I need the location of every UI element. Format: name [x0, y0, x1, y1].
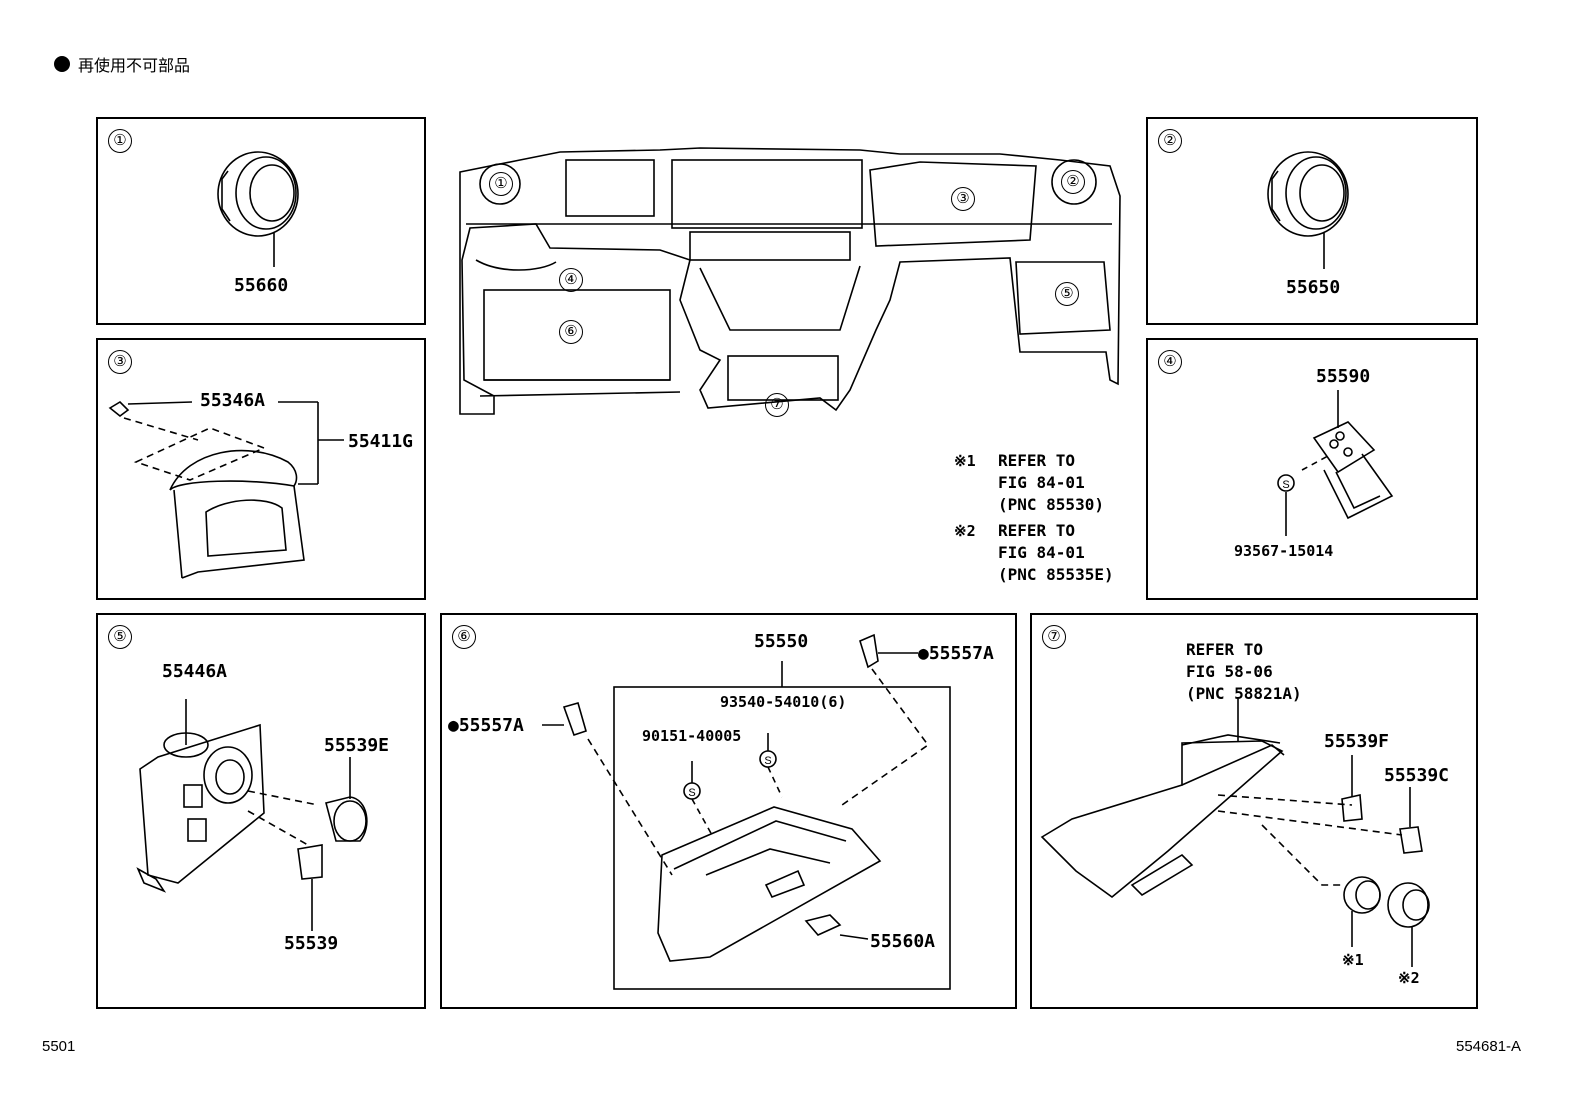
overview-callout-1: ①: [489, 172, 513, 196]
part-number-55560A: 55560A: [870, 931, 936, 952]
panel-5: ⑤ 55446A 55539E 55539: [96, 613, 426, 1009]
callout-7: ⑦: [1042, 625, 1066, 649]
non-reusable-dot-icon: [54, 56, 70, 72]
footer-left-code: 5501: [42, 1038, 76, 1055]
legend: 再使用不可部品: [54, 52, 190, 76]
overview-callout-6: ⑥: [559, 320, 583, 344]
overview-callout-7: ⑦: [765, 393, 789, 417]
part-number-55557A-right: ●55557A: [918, 643, 994, 664]
part-number-55590: 55590: [1316, 366, 1371, 387]
meter-hood-drawing: [108, 400, 344, 579]
overview-callout-4: ④: [559, 268, 583, 292]
screw-symbol-icon: S: [764, 755, 771, 767]
glove-box-drawing: S S: [542, 633, 951, 990]
screw-symbol-icon: S: [1282, 479, 1289, 491]
overview-callout-5: ⑤: [1055, 282, 1079, 306]
note-1-text: REFER TO FIG 84-01 (PNC 85530): [998, 451, 1104, 514]
vent-register-drawing: [217, 151, 299, 267]
panel-6: ⑥ S S 55550 ●55557A ●55557A: [440, 613, 1017, 1009]
part-number-55550: 55550: [754, 631, 809, 652]
part-number-55411G: 55411G: [348, 431, 414, 452]
note-2-text: REFER TO FIG 84-01 (PNC 85535E): [998, 521, 1114, 584]
panel-3: ③ 55346A 55411G: [96, 338, 426, 600]
part-number-55346A: 55346A: [200, 390, 266, 411]
ref-mark-1: ※1: [1342, 951, 1364, 969]
panel-2: ② 55650: [1146, 117, 1478, 325]
part-number-90151-40005: 90151-40005: [642, 727, 742, 745]
legend-text: 再使用不可部品: [78, 58, 191, 75]
part-number-55539E: 55539E: [324, 735, 390, 756]
panel-1: ① 55660: [96, 117, 426, 325]
callout-3: ③: [108, 350, 132, 374]
callout-4: ④: [1158, 350, 1182, 374]
part-number-93567-15014: 93567-15014: [1234, 542, 1334, 560]
center-cluster-drawing: [1040, 699, 1430, 967]
panel-7: ⑦ REFER TO FIG 58-06 (PNC 58821A) 55539F…: [1030, 613, 1478, 1009]
panel-4: ④ S 55590 93567-15014: [1146, 338, 1478, 600]
part-number-55650: 55650: [1286, 277, 1341, 298]
bracket-drawing: S: [1277, 390, 1394, 536]
note-2-mark: ※2: [954, 522, 976, 540]
part-number-55557A-left: ●55557A: [448, 715, 524, 736]
overview-callout-3: ③: [951, 187, 975, 211]
refer-note-58-06: REFER TO FIG 58-06 (PNC 58821A): [1186, 640, 1302, 703]
overview-callout-2: ②: [1061, 170, 1085, 194]
part-number-55446A: 55446A: [162, 661, 228, 682]
part-number-55539C: 55539C: [1384, 765, 1450, 786]
part-number-55539F: 55539F: [1324, 731, 1390, 752]
footer-right-code: 554681-A: [1456, 1038, 1522, 1055]
part-number-55660: 55660: [234, 275, 289, 296]
ref-mark-2: ※2: [1398, 969, 1420, 987]
part-number-55539: 55539: [284, 933, 339, 954]
vent-register-drawing: [1267, 151, 1349, 269]
screw-symbol-icon: S: [688, 787, 695, 799]
callout-6: ⑥: [452, 625, 476, 649]
callout-2: ②: [1158, 129, 1182, 153]
switch-panel-drawing: [136, 699, 368, 931]
note-1-mark: ※1: [954, 452, 976, 470]
callout-1: ①: [108, 129, 132, 153]
callout-5: ⑤: [108, 625, 132, 649]
part-number-93540-54010: 93540-54010(6): [720, 693, 847, 711]
